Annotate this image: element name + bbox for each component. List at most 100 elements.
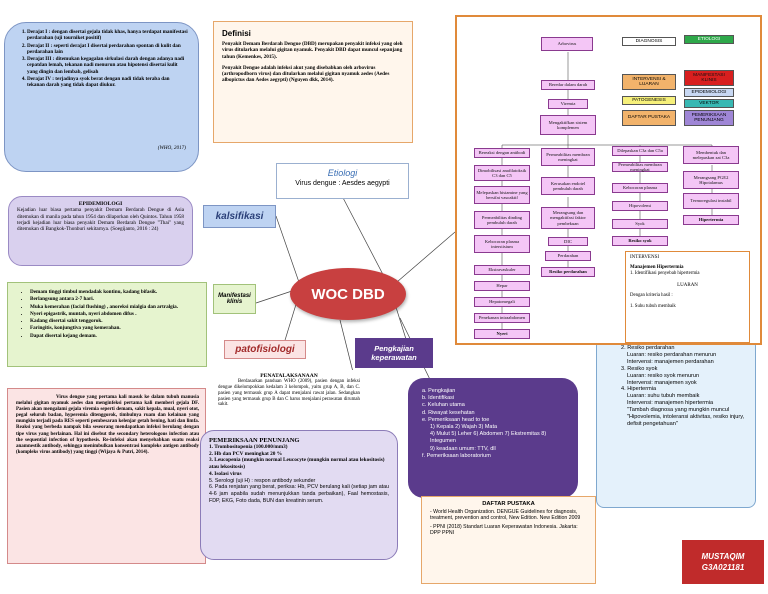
- manifestasi-item: Muka kemerahan (facial flushing) , anore…: [30, 304, 200, 310]
- intervensi-item: Intervensi: manajemen perdarahan: [627, 358, 714, 365]
- intervensi-item: 3. Resiko syok: [621, 365, 658, 372]
- flow-node: Hepar: [474, 281, 530, 291]
- popup-diagnosis: Manajemen Hipertermia: [630, 265, 684, 270]
- flow-node: Hipertermia: [683, 215, 739, 225]
- flow-node-text: Perdarahan: [557, 253, 579, 259]
- intervensi-item: "Tambah diagnosa yang mungkin muncul "Hi…: [627, 407, 745, 427]
- flow-node-text: Hepar: [496, 283, 508, 289]
- flow-node-text: Hipertermia: [698, 217, 724, 223]
- pengkajian-item: d. Riwayat kesehatan: [422, 409, 475, 416]
- definisi-box: Definisi Penyakit Demam Berdarah Dengue …: [213, 21, 413, 143]
- flow-node: Nyeri: [474, 329, 530, 339]
- flow-node: Dimobilisasi anafilatoksik C3 dan C5: [474, 165, 530, 181]
- flow-node: Perdarahan: [545, 251, 591, 261]
- flow-node-text: Merangsang dan mengaktifasi faktor pembe…: [550, 210, 586, 226]
- flow-node: Arbovirus: [541, 37, 593, 51]
- etiologi-text: Virus dengue : Aesdes aegypti: [295, 180, 390, 187]
- pengkajian-item: e. Pemeriksaan head to toe: [422, 416, 490, 423]
- flow-node: Ekstravaskuler: [474, 265, 530, 275]
- penunjang-item: 5. Serologi (uji H) : respon antibody se…: [209, 477, 316, 484]
- flow-node: Kebocoran plasma: [612, 183, 668, 193]
- epidemiologi-box: EPIDEMIOLOGI Kejadian luar biasa pertama…: [8, 196, 193, 266]
- flow-node: Membentuk dan melepaskan zat C3a: [683, 146, 739, 164]
- flow-node: Mengaktifkan sistem komplemen: [540, 115, 596, 135]
- flow-node-text: Resiko syok: [628, 238, 652, 244]
- klasifikasi-label-text: kalsifikasi: [215, 211, 264, 222]
- flow-node: Permeabilitas membran meningkat: [541, 148, 595, 166]
- klasifikasi-item: Derajat IV : terjadinya syok berat denga…: [27, 76, 188, 89]
- pengkajian-item: c. Keluhan utama: [422, 402, 465, 409]
- intervensi-item: Luaran: resiko perdarahan menurun: [627, 351, 717, 358]
- klasifikasi-source: (WHO, 2017): [157, 144, 186, 151]
- flow-node-text: Kerusakan endotel pembuluh darah: [550, 180, 586, 191]
- penunjang-item: 4. Isolasi virus: [209, 470, 242, 477]
- pengkajian-item: 9) keadaan umum: TTV, dll: [430, 445, 496, 452]
- penunjang-item: 2. Hb dan PCV meningkat 20 %: [209, 450, 283, 457]
- manifestasi-label-text: Manifestasi klinis: [218, 293, 251, 305]
- manifestasi-item: Demam tinggi timbul mendadak kontinu, ka…: [30, 289, 200, 295]
- flow-node-text: Arbovirus: [557, 41, 577, 47]
- penatalaksanaan-heading: PENATALAKSANAAN: [260, 373, 318, 379]
- legend-text: VEKTOR: [699, 100, 719, 106]
- legend-text: DAFTAR PUSTAKA: [627, 115, 671, 121]
- flow-node: Resiko perdarahan: [541, 267, 595, 277]
- definisi-paragraph: Penyakit Demam Berdarah Dengue (DBD) mer…: [222, 41, 403, 60]
- legend-vektor: VEKTOR: [684, 99, 734, 108]
- intervensi-item: Luaran: suhu tubuh membaik: [627, 393, 700, 400]
- klasifikasi-box: Derajat I : dengan disertai gejala tidak…: [4, 22, 199, 172]
- flow-node: Kebocoran plasma interstisium: [474, 235, 530, 253]
- pengkajian-item: 4) Mulut 5) Leher 6) Abdomen 7) Ekstremi…: [430, 431, 547, 445]
- pengkajian-label: Pengkajian keperawatan: [355, 338, 433, 368]
- center-title: WOC DBD: [311, 285, 385, 303]
- flow-node: Viremia: [548, 99, 588, 109]
- penunjang-box: PEMERIKSAAN PENUNJANG 1. Trombositopenia…: [200, 430, 398, 560]
- flow-node: Bereaksi dengan antibodi: [474, 148, 530, 158]
- flow-node-text: Viremia: [560, 101, 576, 107]
- manifestasi-item: Berlangsung antara 2-7 hari.: [30, 296, 200, 302]
- pengkajian-item: f. Pemeriksaan laboratorium: [422, 452, 491, 459]
- popup-heading: INTERVENSI: [630, 255, 660, 260]
- flow-node-text: Ekstravaskuler: [488, 267, 516, 273]
- manifestasi-item: Dapat disertai kejang demam.: [30, 333, 200, 339]
- flow-node: Merangsang PGE2 Hipotalamus: [683, 171, 739, 189]
- flow-node-text: Bereaksi dengan antibodi: [478, 150, 526, 156]
- flow-node: Permeabilitas membran meningkat: [612, 162, 668, 172]
- definisi-heading: Definisi: [222, 29, 251, 38]
- epidemiologi-text: Kejadian luar biasa pertama penyakit Dem…: [17, 207, 184, 233]
- flow-node: Penekanan intraabdomen: [474, 313, 530, 323]
- popup-kriteria: Dengan kriteria hasil :: [630, 292, 673, 298]
- intervensi-item: 2. Resiko perdarahan: [621, 345, 675, 351]
- flow-node-text: Mengaktifkan sistem komplemen: [548, 119, 588, 130]
- intervensi-item: Intervensi: manajemen syok: [627, 379, 697, 386]
- flow-node-text: DIC: [564, 238, 572, 244]
- manifestasi-item: Kadang disertai sakit tenggorok.: [30, 318, 200, 324]
- flow-node: Termoregulasi instabil: [683, 193, 739, 209]
- klasifikasi-item: Derajat I : dengan disertai gejala tidak…: [27, 29, 188, 42]
- legend-text: PATOGENESIS: [632, 97, 666, 103]
- flow-node-text: Kebocoran plasma: [622, 185, 658, 191]
- flow-node: Permeabilitas dinding pembuluh darah: [474, 211, 530, 229]
- flow-node-text: Termoregulasi instabil: [690, 198, 732, 204]
- legend-epidemiologi: EPIDEMIOLOGI: [684, 88, 734, 97]
- legend-penunjang: PEMERIKSAAN PENUNJANG: [684, 110, 734, 126]
- patofisiologi-label-text: patofisiologi: [235, 344, 295, 355]
- pengkajian-item: 1) Kepala 2) Wajah 3) Mata: [430, 424, 498, 431]
- legend-patogenesis: PATOGENESIS: [622, 96, 676, 105]
- legend-intervensi: INTERVENSI & LUARAN: [622, 74, 676, 90]
- flow-node-text: Nyeri: [496, 331, 508, 337]
- flow-node: Hepatomegali: [474, 297, 530, 307]
- flow-node: Merangsang dan mengaktifasi faktor pembe…: [541, 207, 595, 229]
- flow-node-text: Permeabilitas membran meningkat: [618, 161, 662, 172]
- legend-text: DIAGNOSIS: [635, 38, 663, 44]
- center-node: WOC DBD: [290, 268, 406, 320]
- patofisiologi-box: Virus dengue yang pertama kali masuk ke …: [7, 388, 206, 564]
- manifestasi-list: Demam tinggi timbul mendadak kontinu, ka…: [18, 289, 200, 339]
- penatalaksanaan-box: PENATALAKSANAAN Berdasarkan panduan WHO …: [214, 370, 364, 426]
- manifestasi-item: Faringitis, konjungtiva yang kemerahan.: [30, 325, 200, 331]
- penunjang-item: 1. Trombositopenia (100.000/mm3): [209, 444, 288, 450]
- intervensi-item: 4. Hipertermia: [621, 386, 657, 393]
- flow-node: Syok: [612, 219, 668, 229]
- flow-node: Resiko syok: [612, 236, 668, 246]
- flow-node: Hipovolemi: [612, 201, 668, 211]
- intervensi-item: Luaran: resiko syok menurun: [627, 372, 700, 379]
